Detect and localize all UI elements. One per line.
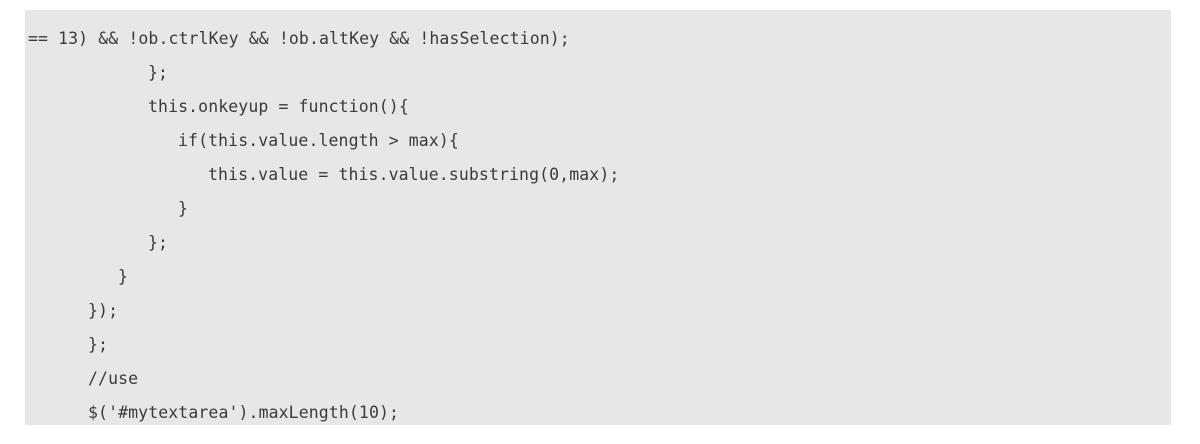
code-line: $('#mytextarea').maxLength(10); bbox=[88, 403, 400, 422]
code-line: }; bbox=[148, 63, 169, 82]
code-line: //use bbox=[88, 369, 139, 388]
code-line: }); bbox=[88, 301, 119, 320]
code-content: == 13) && !ob.ctrlKey && !ob.altKey && !… bbox=[25, 22, 1171, 425]
code-line: }; bbox=[88, 335, 109, 354]
code-line: }; bbox=[148, 233, 169, 252]
code-line: } bbox=[118, 267, 129, 286]
code-line: this.value = this.value.substring(0,max)… bbox=[208, 165, 620, 184]
code-line: this.onkeyup = function(){ bbox=[148, 97, 409, 116]
code-line: if(this.value.length > max){ bbox=[178, 131, 459, 150]
code-line: } bbox=[178, 199, 189, 218]
code-line: == 13) && !ob.ctrlKey && !ob.altKey && !… bbox=[28, 29, 570, 48]
code-block[interactable]: == 13) && !ob.ctrlKey && !ob.altKey && !… bbox=[25, 22, 1171, 425]
code-snippet-panel: == 13) && !ob.ctrlKey && !ob.altKey && !… bbox=[25, 10, 1171, 425]
